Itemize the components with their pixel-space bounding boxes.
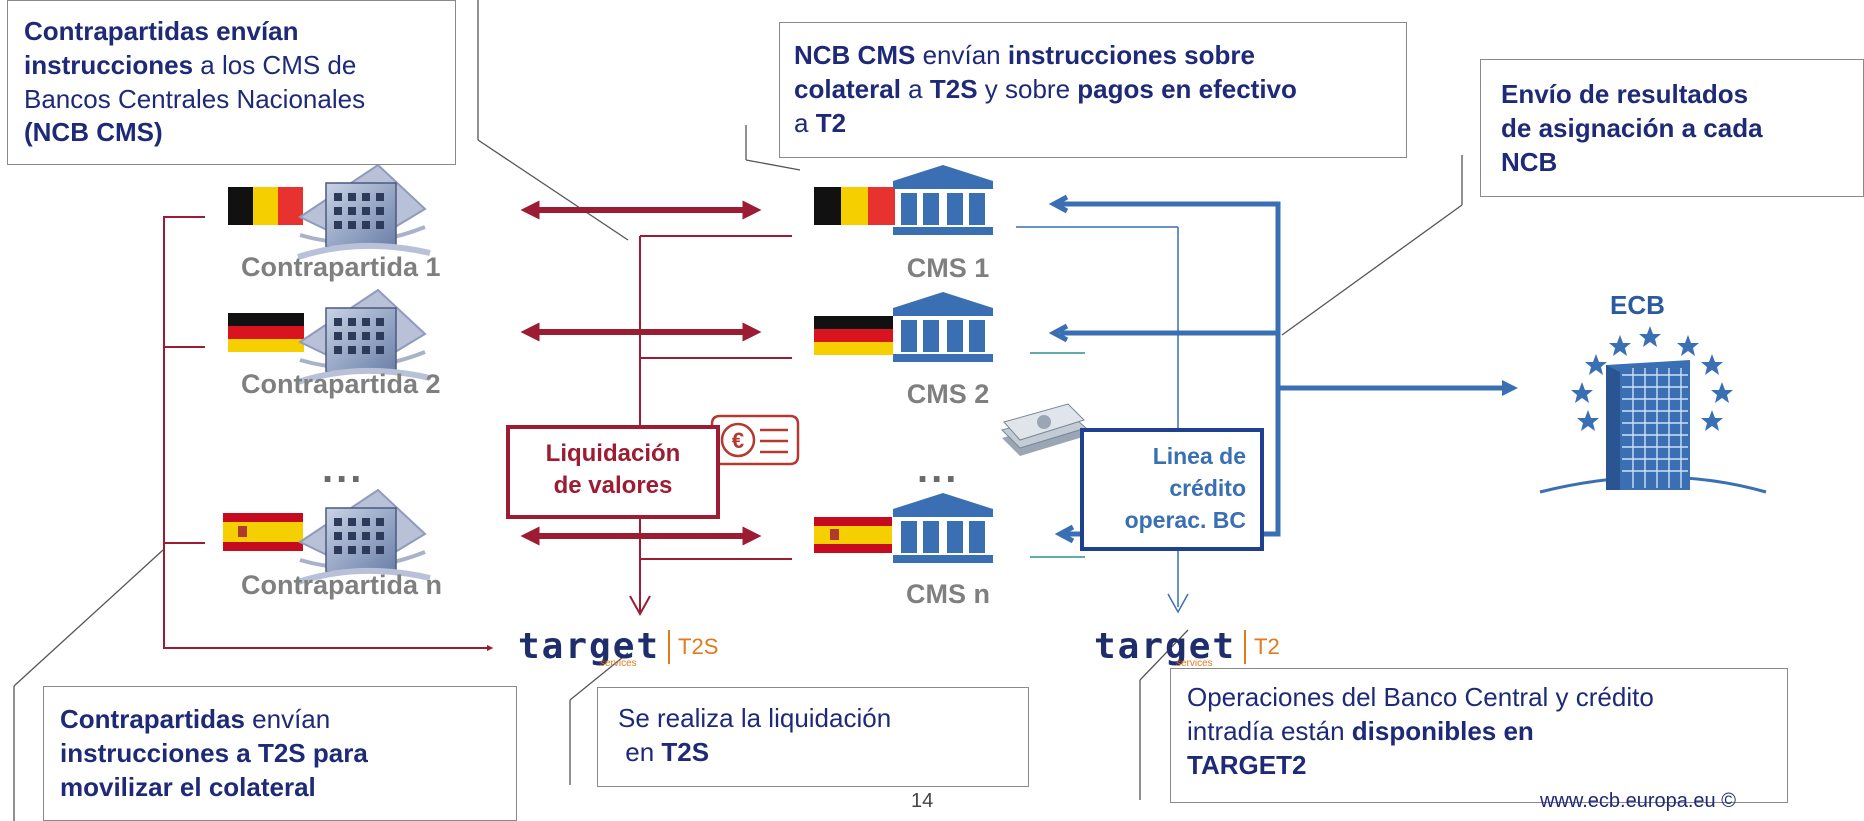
target-services-text: services	[600, 658, 637, 669]
bank-icon	[893, 292, 993, 362]
target-wordmark: target	[1094, 626, 1237, 667]
callout-text: instrucciones a T2S para	[60, 737, 368, 768]
callout-text: a	[900, 73, 930, 104]
callout-text: NCB CMS	[794, 40, 916, 70]
callout-text: NCB	[1501, 146, 1558, 177]
settlement-text: de valores	[553, 472, 673, 500]
cms-to-t2s-lines	[629, 235, 792, 617]
callout-settlement-t2s: Se realiza la liquidación en T2S	[597, 687, 1029, 787]
page-number: 14	[911, 790, 934, 812]
callout-counterparties-send: Contrapartidas envían instrucciones a lo…	[7, 0, 456, 165]
callout-text: intradía están	[1187, 715, 1352, 746]
callout-text: instrucciones sobre	[1007, 40, 1255, 70]
callout-text: de asignación a cada	[1501, 112, 1763, 143]
credit-line-box: Linea de crédito operac. BC	[1080, 428, 1264, 551]
belgium-flag-icon	[228, 187, 303, 225]
ecb-label: ECB	[1610, 290, 1665, 320]
leader-lines	[13, 0, 1463, 821]
belgium-flag-icon	[814, 187, 895, 225]
spain-flag-icon	[814, 517, 892, 553]
callout-text: pagos en efectivo	[1077, 73, 1297, 104]
target-code: T2S	[678, 633, 719, 659]
callout-text: T2S	[929, 73, 978, 104]
callout-allocation-results: Envío de resultados de asignación a cada…	[1480, 59, 1864, 197]
website-link[interactable]: www.ecb.europa.eu ©	[1540, 790, 1736, 812]
cms-label: CMS 1	[906, 253, 990, 283]
target-services-text: services	[1176, 658, 1213, 669]
target-t2-logo: target services T2	[1094, 626, 1280, 669]
callout-text: Bancos Centrales Nacionales	[24, 83, 366, 114]
spain-flag-icon	[223, 513, 303, 551]
credit-text: Linea de	[1152, 443, 1246, 469]
counterparty-label: Contrapartida n	[241, 570, 443, 600]
callout-text: Contrapartidas	[60, 704, 245, 734]
credit-text: operac. BC	[1124, 507, 1246, 534]
callout-text: disponibles en	[1351, 715, 1534, 746]
callout-text: en	[625, 736, 662, 767]
callout-text: T2	[815, 107, 847, 138]
callout-text: a	[794, 107, 816, 138]
callout-text: T2S	[661, 736, 710, 767]
callout-ncb-cms-send: NCB CMS envían instrucciones sobre colat…	[779, 22, 1407, 158]
credit-text: crédito	[1169, 475, 1246, 502]
callout-text: TARGET2	[1187, 749, 1307, 780]
callout-text: a los CMS de	[193, 49, 357, 80]
settlement-text: Liquidación	[545, 440, 681, 467]
callout-text: movilizar el colateral	[60, 771, 316, 802]
ellipsis: ...	[322, 447, 365, 491]
callout-text: colateral	[794, 73, 901, 104]
euro-document-icon: €	[710, 414, 800, 466]
callout-text: y sobre	[977, 73, 1078, 104]
counterparty-label: Contrapartida 1	[241, 252, 441, 282]
cms-label: CMS 2	[906, 379, 990, 409]
callout-text: envían	[915, 40, 1008, 70]
securities-settlement-box: Liquidación de valores	[506, 425, 720, 519]
bank-icon	[893, 493, 993, 563]
counterparty-bracket	[163, 216, 494, 652]
callout-cb-operations: Operaciones del Banco Central y crédito …	[1170, 668, 1788, 803]
germany-flag-icon	[228, 313, 304, 352]
callout-text: Se realiza la liquidación	[618, 703, 892, 733]
target-code: T2	[1254, 633, 1280, 659]
svg-text:€: €	[732, 428, 744, 453]
target-t2s-logo: target services T2S	[518, 626, 719, 669]
callout-text: Envío de resultados	[1501, 79, 1749, 109]
cms-label: CMS n	[906, 579, 990, 609]
callout-text: Contrapartidas envían	[24, 16, 299, 46]
counterparty-label: Contrapartida 2	[241, 369, 441, 399]
bank-icon	[893, 165, 993, 235]
ecb-tower-icon	[1539, 326, 1767, 494]
callout-text: envían	[244, 704, 331, 734]
target-wordmark: target	[518, 626, 661, 667]
money-stack-icon	[1001, 403, 1087, 456]
target-separator	[668, 629, 671, 664]
building-icon	[298, 490, 430, 582]
callout-text: instrucciones	[24, 49, 194, 80]
teal-lines	[1030, 352, 1085, 558]
callout-counterparties-t2s: Contrapartidas envían instrucciones a T2…	[43, 686, 517, 821]
callout-text: (NCB CMS)	[24, 117, 163, 148]
target-separator	[1244, 629, 1247, 664]
building-icon	[298, 165, 430, 257]
ellipsis: ...	[917, 447, 960, 491]
germany-flag-icon	[814, 316, 893, 355]
callout-text: Operaciones del Banco Central y crédito	[1187, 682, 1654, 712]
